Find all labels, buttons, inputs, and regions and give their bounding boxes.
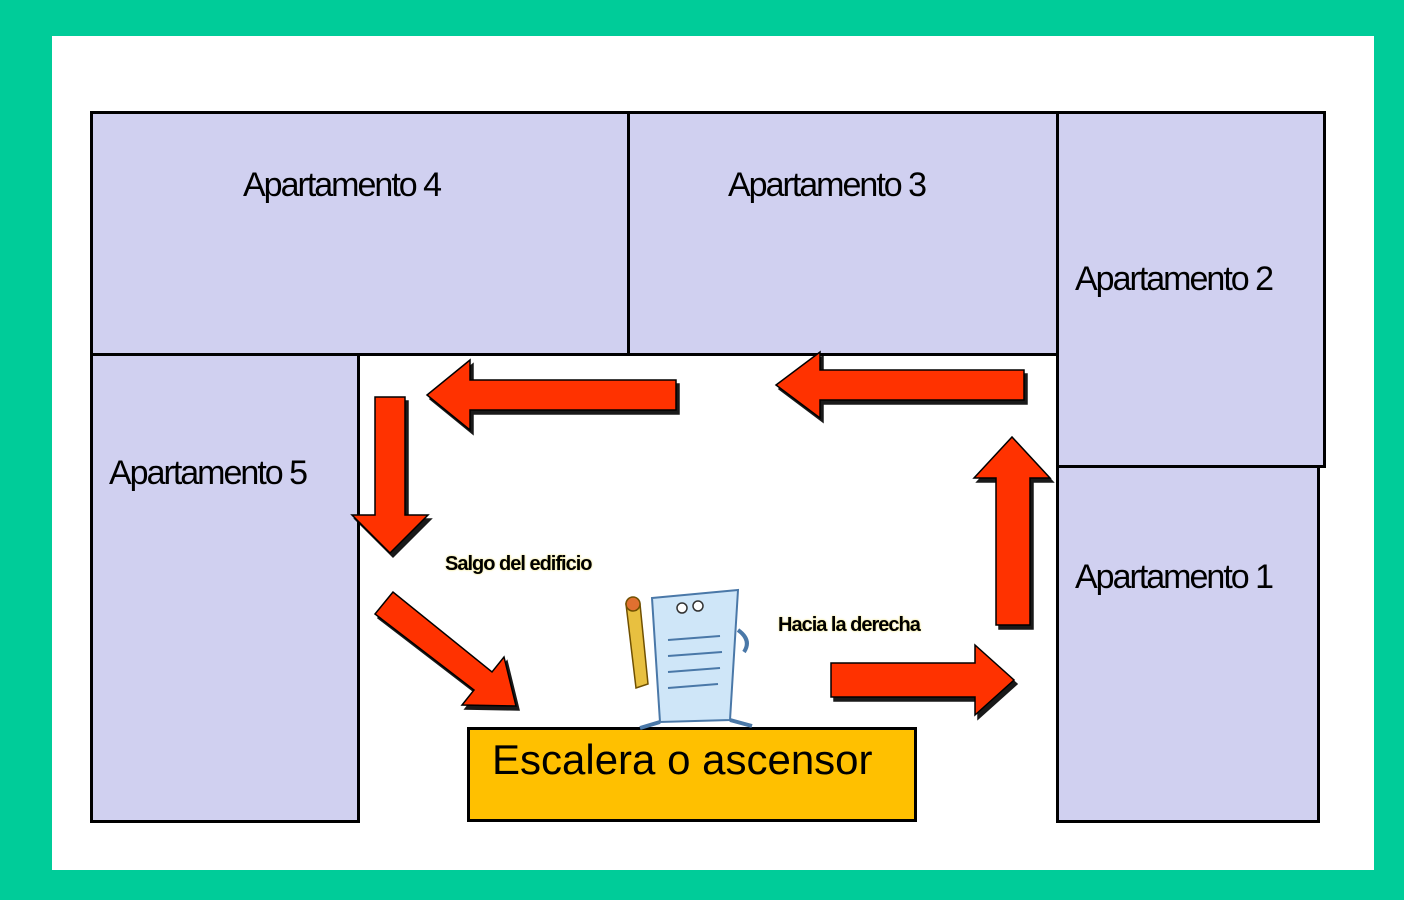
apartment-3-label: Apartamento 3 bbox=[728, 166, 927, 204]
apartment-4: Apartamento 4 bbox=[90, 111, 630, 356]
apartment-2: Apartamento 2 bbox=[1056, 111, 1326, 468]
arrow-left-top-right bbox=[774, 350, 1025, 420]
stairs-elevator-box: Escalera o ascensor bbox=[467, 727, 917, 822]
arrow-down-left bbox=[350, 396, 430, 555]
arrow-up-right bbox=[972, 435, 1052, 626]
arrow-diagonal-down-right bbox=[373, 590, 517, 707]
exit-building-label: Salgo del edificio bbox=[445, 553, 592, 575]
apartment-5-label: Apartamento 5 bbox=[109, 454, 308, 492]
apartment-5: Apartamento 5 bbox=[90, 353, 360, 823]
apartment-1: Apartamento 1 bbox=[1056, 465, 1320, 823]
apartment-4-label: Apartamento 4 bbox=[243, 166, 442, 204]
arrow-left-top-left bbox=[425, 358, 677, 432]
notepad-pencil-mascot-icon bbox=[625, 588, 753, 730]
apartment-1-label: Apartamento 1 bbox=[1075, 558, 1274, 596]
arrow-right-bottom bbox=[830, 643, 1016, 717]
apartment-2-label: Apartamento 2 bbox=[1075, 260, 1274, 298]
to-the-right-label: Hacia la derecha bbox=[778, 614, 921, 636]
stairs-elevator-label: Escalera o ascensor bbox=[492, 736, 873, 783]
